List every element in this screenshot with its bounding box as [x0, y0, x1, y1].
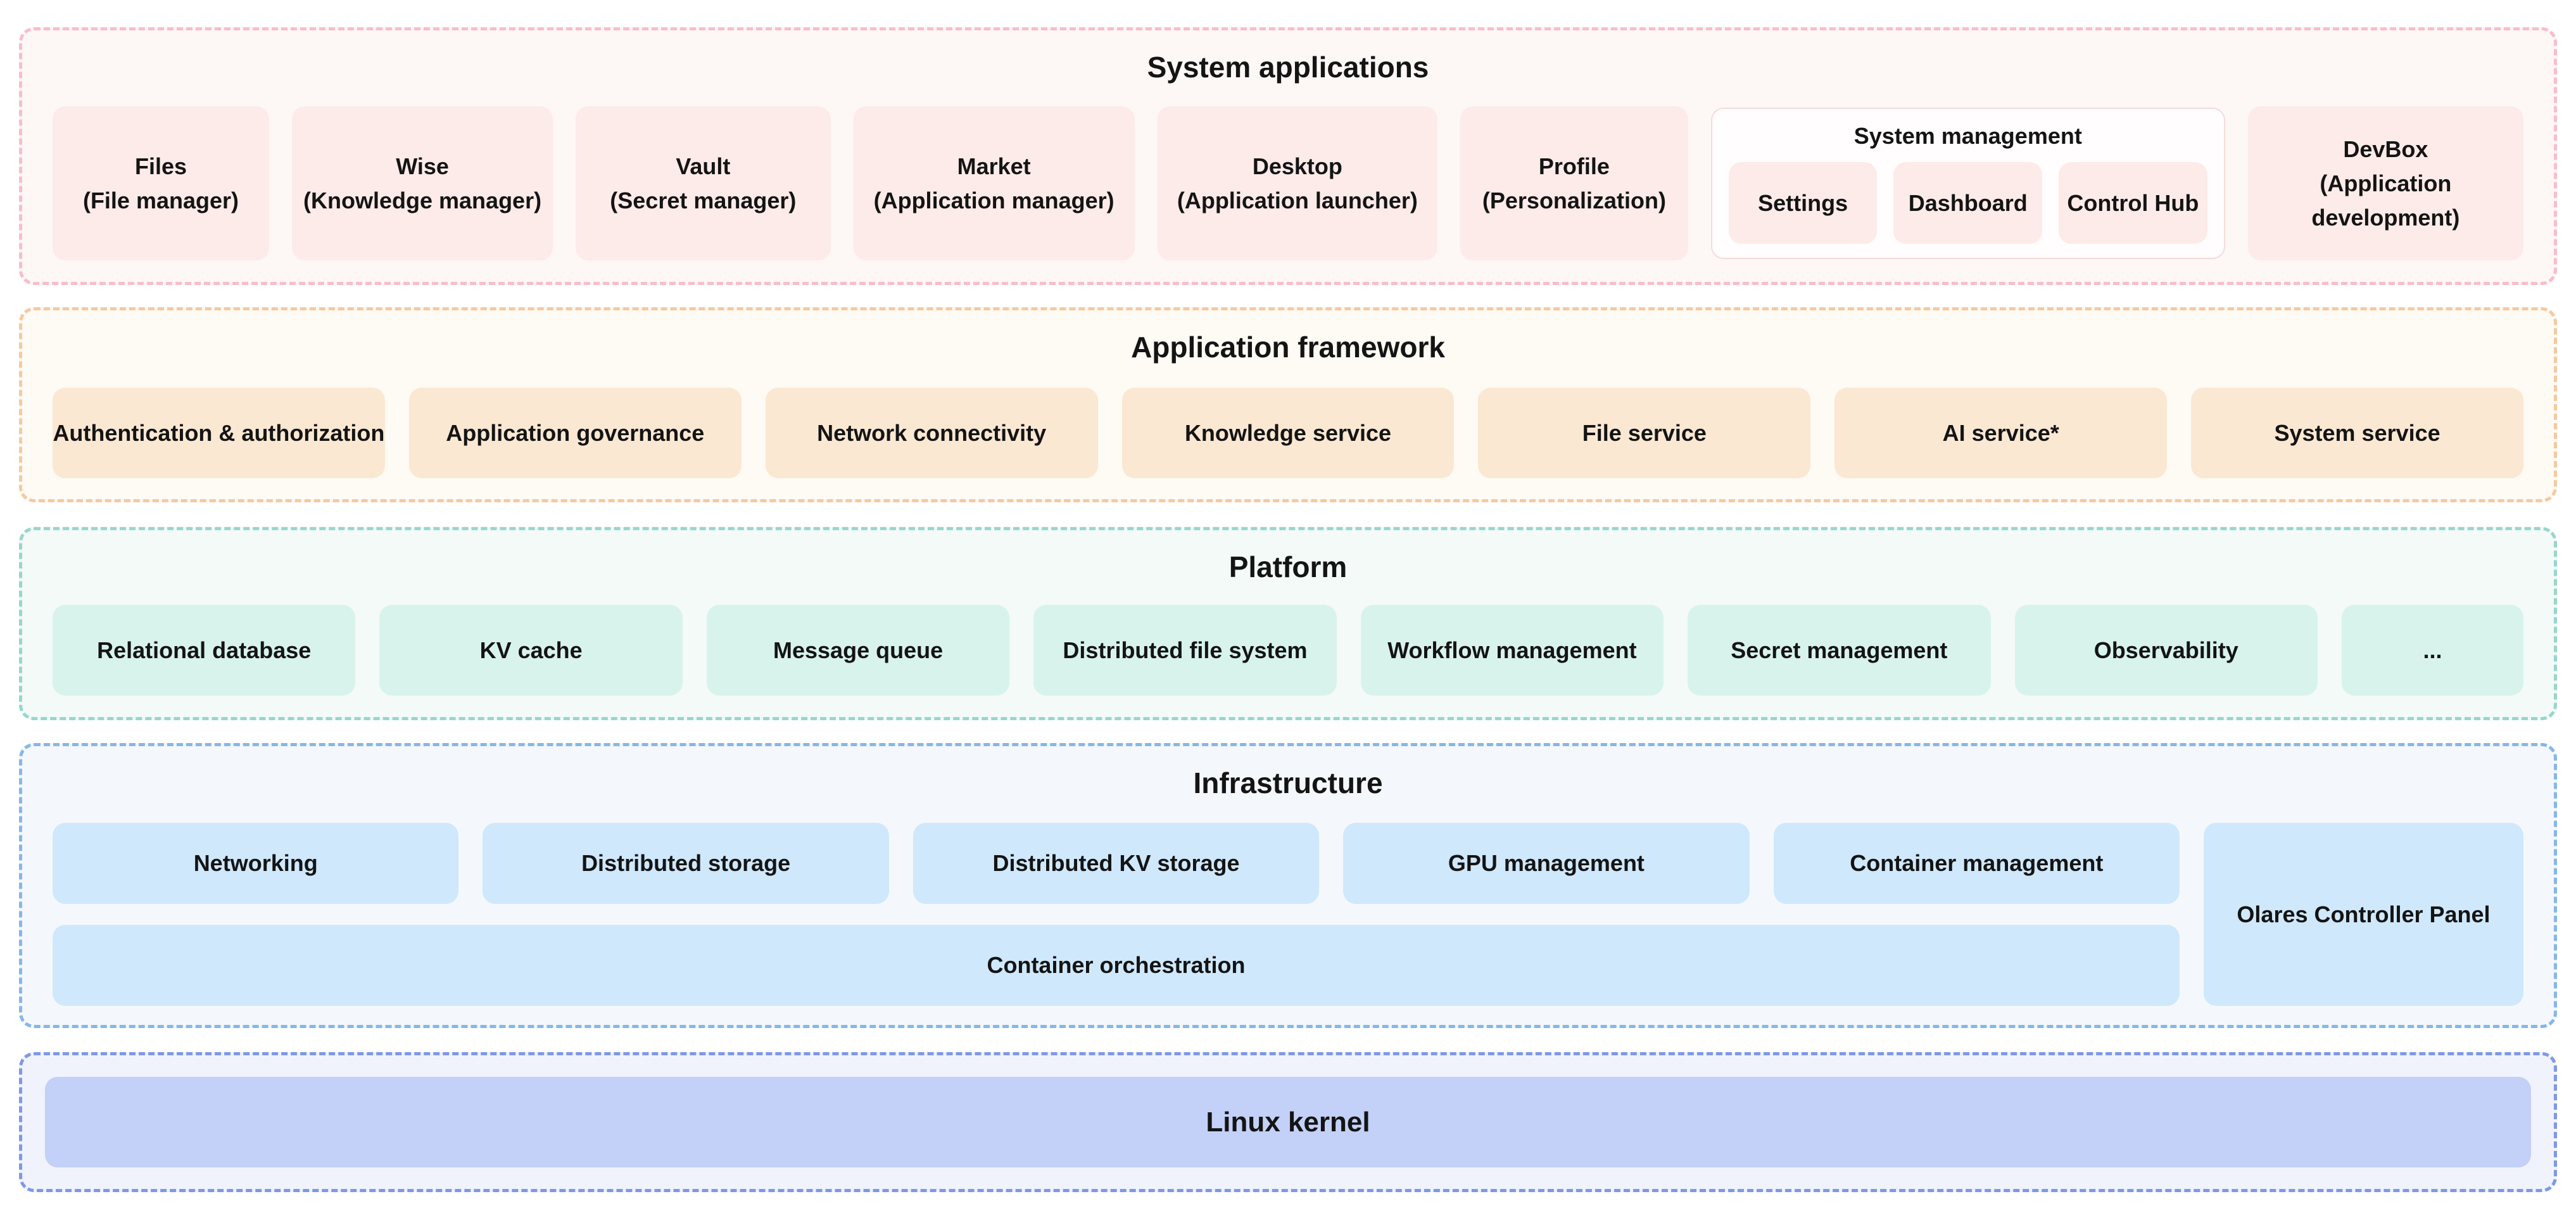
app-box-market: Market (Application manager) [853, 106, 1135, 260]
infra-box-distributed-storage: Distributed storage [483, 823, 889, 904]
app-box-settings: Settings [1728, 162, 1878, 244]
linux-kernel-layer: Linux kernel [19, 1052, 2557, 1192]
infra-box-olares-controller-panel: Olares Controller Panel [2204, 823, 2523, 1006]
infra-box-networking: Networking [53, 823, 459, 904]
app-name: Vault [676, 153, 731, 179]
platform-box-workflow: Workflow management [1360, 605, 1664, 696]
app-name: Market [957, 153, 1031, 179]
app-name: Profile [1538, 153, 1610, 179]
service-box-governance: Application governance [408, 388, 742, 478]
app-desc: (Application launcher) [1177, 187, 1418, 213]
app-desc: (Knowledge manager) [303, 187, 542, 213]
service-box-knowledge: Knowledge service [1121, 388, 1455, 478]
system-management-title: System management [1853, 123, 2082, 149]
platform-box-secret: Secret management [1688, 605, 1991, 696]
app-desc: (Application manager) [873, 187, 1114, 213]
infrastructure-layer: Infrastructure Networking Distributed st… [19, 743, 2557, 1028]
application-framework-layer: Application framework Authentication & a… [19, 307, 2557, 502]
app-box-devbox: DevBox (Application development) [2247, 106, 2523, 260]
service-box-auth: Authentication & authorization [53, 388, 385, 478]
app-name: DevBox [2343, 136, 2428, 162]
platform-title: Platform [1228, 550, 1348, 583]
app-box-profile: Profile (Personalization) [1460, 106, 1688, 260]
platform-box-observability: Observability [2014, 605, 2318, 696]
app-name: Wise [396, 153, 449, 179]
infra-box-distributed-kv: Distributed KV storage [912, 823, 1320, 904]
app-box-files: Files (File manager) [53, 106, 269, 260]
platform-box-more: ... [2341, 605, 2523, 696]
infrastructure-title: Infrastructure [1193, 766, 1383, 799]
app-desc: (Secret manager) [610, 187, 797, 213]
system-applications-row: Files (File manager) Wise (Knowledge man… [53, 106, 2523, 260]
application-framework-row: Authentication & authorization Applicati… [53, 388, 2524, 478]
linux-kernel-box: Linux kernel [45, 1077, 2531, 1167]
system-applications-layer: System applications Files (File manager)… [19, 27, 2557, 285]
platform-box-relational-db: Relational database [53, 605, 356, 696]
service-box-system: System service [2191, 388, 2524, 478]
system-management-row: Settings Dashboard Control Hub [1728, 162, 2207, 244]
app-box-control-hub: Control Hub [2059, 162, 2207, 244]
app-box-vault: Vault (Secret manager) [576, 106, 831, 260]
service-box-ai: AI service* [1834, 388, 2168, 478]
platform-box-kv-cache: KV cache [379, 605, 683, 696]
platform-row: Relational database KV cache Message que… [53, 605, 2523, 696]
infra-box-container-mgmt: Container management [1773, 823, 2180, 904]
app-desc: (Application development) [2311, 170, 2460, 231]
app-desc: (File manager) [82, 187, 239, 213]
system-management-group: System management Settings Dashboard Con… [1710, 108, 2225, 259]
app-box-wise: Wise (Knowledge manager) [291, 106, 553, 260]
infrastructure-grid: Networking Distributed storage Distribut… [53, 823, 2523, 1006]
app-name: Desktop [1252, 153, 1342, 179]
platform-layer: Platform Relational database KV cache Me… [19, 527, 2557, 720]
infra-box-gpu: GPU management [1343, 823, 1750, 904]
system-applications-title: System applications [1147, 51, 1429, 84]
infra-box-container-orchestration: Container orchestration [53, 925, 2180, 1006]
service-box-network: Network connectivity [765, 388, 1098, 478]
platform-box-message-queue: Message queue [706, 605, 1010, 696]
app-box-desktop: Desktop (Application launcher) [1157, 106, 1438, 260]
app-desc: (Personalization) [1482, 187, 1666, 213]
application-framework-title: Application framework [1131, 331, 1445, 364]
platform-box-distributed-fs: Distributed file system [1033, 605, 1337, 696]
app-box-dashboard: Dashboard [1893, 162, 2043, 244]
app-name: Files [134, 153, 187, 179]
service-box-file: File service [1478, 388, 1811, 478]
